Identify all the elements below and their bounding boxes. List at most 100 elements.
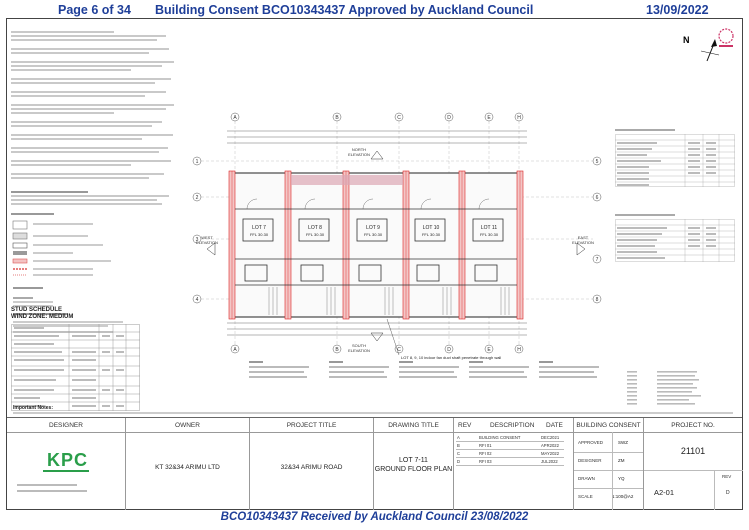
grid-letter-bottom: C	[397, 347, 401, 353]
consent-title: Building Consent BCO10343437 Approved by…	[155, 3, 534, 17]
grid-letter-top: E	[487, 115, 491, 121]
duct-shaft-callout: LOT 8, 9, 10 indoor fan duct shaft penet…	[401, 355, 501, 360]
lot-ffl: FFL 30.30	[306, 232, 325, 237]
grid-number-side: 8	[596, 297, 599, 303]
lot-name: LOT 11	[481, 225, 497, 231]
scale-value: 1:100@A2	[612, 494, 634, 499]
stud-schedule-subtitle: WIND ZONE: MEDIUM	[11, 314, 74, 320]
grid-letter-bottom: D	[447, 347, 451, 353]
received-footer: BCO10343437 Received by Auckland Council…	[220, 511, 529, 523]
revision-date: MAY2022	[540, 449, 564, 458]
revision-desc: RFI 01	[478, 441, 540, 450]
revision-desc: RFI 02	[478, 449, 540, 458]
lot-ffl: FFL 30.30	[364, 232, 383, 237]
project-title-cell: PROJECT TITLE 32&34 ARIMU ROAD	[249, 418, 373, 510]
scale-label: SCALE	[578, 494, 593, 499]
window-schedule-first	[615, 214, 735, 267]
revision-desc: RFI 03	[478, 457, 540, 466]
designer-row-label: DESIGNER	[578, 458, 602, 463]
drawing-sheet: STUD SCHEDULE WIND ZONE: MEDIUM	[6, 18, 743, 510]
north-elevation-label: ELEVATION	[348, 152, 370, 157]
drawing-title-cell: DRAWING TITLE LOT 7-11 GROUND FLOOR PLAN	[373, 418, 453, 510]
kpc-logo: KPC	[47, 450, 89, 470]
revision-date: APR2022	[540, 441, 564, 450]
lot-area-11	[539, 361, 611, 383]
project-no-cell: PROJECT NO. 21101 REV A2-01 D	[643, 418, 743, 510]
drawn-value: YQ	[618, 476, 625, 481]
rev-value: D	[726, 490, 730, 496]
project-no-label: PROJECT NO.	[671, 422, 715, 429]
grid-letter-bottom: B	[335, 347, 339, 353]
revision-date: DEC2021	[540, 434, 564, 442]
grid-bubbles-bottom: A B C D E H	[230, 344, 524, 354]
date-label: DATE	[546, 422, 563, 429]
north-arrow-icon	[700, 39, 720, 62]
drawing-title-value: LOT 7-11 GROUND FLOOR PLAN	[374, 457, 453, 473]
west-elevation-label: WEST	[201, 235, 213, 240]
building-consent-label: BUILDING CONSENT	[576, 422, 641, 429]
owner-value: KT 32&34 ARIMU LTD	[155, 464, 220, 471]
owner-cell: OWNER KT 32&34 ARIMU LTD	[125, 418, 249, 510]
grid-letter-bottom: E	[487, 347, 491, 353]
grid-number-side: 3	[196, 237, 199, 243]
sheet-no-value: A2-01	[654, 488, 675, 497]
description-label: DESCRIPTION	[490, 422, 535, 429]
grid-number-side: 5	[596, 159, 599, 165]
lot-name: LOT 9	[366, 225, 380, 231]
grid-letter-top: C	[397, 115, 401, 121]
designer-cell: DESIGNER KPC	[7, 418, 125, 510]
approved-value: SWZ	[618, 440, 628, 445]
project-title-value: 32&34 ARIMU ROAD	[280, 464, 343, 471]
title-block: DESIGNER KPC OWNER KT 32&34 ARIMU LTD PR…	[7, 417, 743, 510]
west-elevation-label: ELEVATION	[196, 240, 218, 245]
revision-date: JUL2022	[540, 457, 564, 466]
grid-letter-top: A	[233, 115, 237, 121]
lot-name: LOT 10	[423, 225, 440, 231]
south-elevation-label: SOUTH	[352, 343, 366, 348]
grid-number-side: 6	[596, 195, 599, 201]
east-elevation-label: EAST	[578, 235, 589, 240]
revision-rev: D	[456, 457, 478, 466]
grid-letter-bottom: A	[233, 347, 237, 353]
important-notes-label: Important Notes:	[13, 405, 53, 411]
grid-letter-top: D	[447, 115, 451, 121]
owner-label: OWNER	[175, 422, 200, 429]
rev-label: REV	[458, 422, 472, 429]
general-notes	[11, 23, 183, 413]
designer-label: DESIGNER	[49, 422, 83, 429]
lot-area-8	[329, 361, 401, 383]
grid-letter-top: H	[517, 115, 521, 121]
grid-letter-top: B	[335, 115, 339, 121]
grid-number-side: 4	[196, 297, 199, 303]
consent-header: Page 6 of 34 Building Consent BCO1034343…	[0, 0, 749, 20]
abbreviation-legend	[627, 371, 742, 429]
drawing-title-label: DRAWING TITLE	[388, 422, 439, 429]
revision-rev: C	[456, 449, 478, 458]
lot-name: LOT 7	[252, 225, 266, 231]
rev-short-label: REV	[722, 474, 732, 479]
revision-rev: B	[456, 441, 478, 450]
page-info: Page 6 of 34	[58, 3, 131, 17]
designer-init-value: ZM	[618, 458, 625, 463]
important-notes-text	[13, 412, 733, 414]
project-title-label: PROJECT TITLE	[286, 422, 337, 429]
window-schedule-ground	[615, 129, 735, 192]
company-logo-icon	[718, 28, 734, 47]
lot-area-7	[249, 361, 321, 383]
building-consent-cell: BUILDING CONSENT APPROVED SWZ DESIGNER Z…	[573, 418, 644, 510]
lot-area-10	[469, 361, 541, 383]
lot-ffl: FFL 30.30	[422, 232, 441, 237]
grid-number-side: 2	[196, 195, 199, 201]
south-elevation-label: ELEVATION	[348, 348, 370, 353]
grid-number-side: 1	[196, 159, 199, 165]
stud-schedule-table	[11, 324, 140, 411]
north-elevation-label: NORTH	[352, 147, 366, 152]
stud-schedule-title: STUD SCHEDULE	[11, 307, 63, 313]
revision-rev: A	[456, 434, 478, 442]
